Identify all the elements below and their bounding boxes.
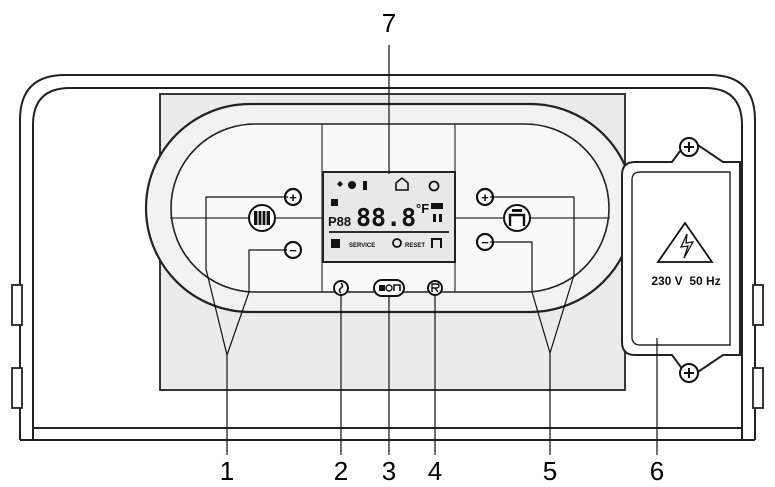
top-screw (679, 137, 699, 157)
lcd-small-digits: P88 (328, 214, 351, 229)
dhw-icon[interactable] (503, 204, 531, 232)
callout-5: 5 (543, 456, 557, 486)
lcd-display: P88 88.8 °F SERVICE RESET (322, 171, 456, 263)
callout-leaders (205, 45, 658, 455)
lcd-bottom-row: SERVICE RESET (331, 238, 442, 249)
lcd-unit: °F (416, 201, 429, 216)
heating-controls: + − (248, 187, 303, 260)
mode-selector-button[interactable] (373, 279, 405, 297)
callout-7: 7 (382, 8, 396, 38)
boiler-housing (19, 74, 756, 441)
mode-tap-icon (393, 284, 401, 291)
callout-4: 4 (428, 456, 442, 486)
voltage-label: 230 V 50 Hz (651, 274, 720, 288)
minus-circle-icon: − (481, 235, 489, 250)
housing-side-tabs (11, 284, 764, 409)
lcd-power-icon (392, 238, 402, 248)
reset-icon (431, 283, 440, 293)
electric-hazard-icon (656, 221, 714, 263)
lcd-service-label: SERVICE (349, 243, 375, 249)
bottom-screw (679, 363, 699, 383)
mode-radiator-icon (379, 285, 385, 291)
plus-circle-icon: + (481, 190, 489, 205)
lcd-tap-icon (431, 238, 442, 248)
plus-circle-icon: + (289, 190, 297, 205)
callout-1: 1 (220, 456, 234, 486)
dhw-controls: + − (475, 187, 531, 252)
lcd-side-icons (331, 199, 443, 222)
reset-button[interactable] (427, 280, 443, 296)
callout-2: 2 (334, 456, 348, 486)
callout-labels: 1 2 3 4 5 6 7 (220, 8, 664, 486)
heating-minus-button[interactable]: − (283, 240, 303, 260)
heating-icon[interactable] (248, 204, 276, 232)
lcd-status-icons (332, 176, 440, 192)
lcd-radiator-icon (331, 239, 340, 248)
mode-power-icon (385, 284, 393, 292)
lcd-large-digits: 88.8 (356, 203, 416, 232)
info-icon (338, 282, 344, 294)
minus-circle-icon: − (289, 243, 297, 258)
info-button[interactable] (333, 280, 349, 296)
lcd-reset-label: RESET (405, 243, 425, 249)
fuse-cover: 230 V 50 Hz (621, 137, 741, 383)
callout-6: 6 (650, 456, 664, 486)
callout-3: 3 (382, 456, 396, 486)
